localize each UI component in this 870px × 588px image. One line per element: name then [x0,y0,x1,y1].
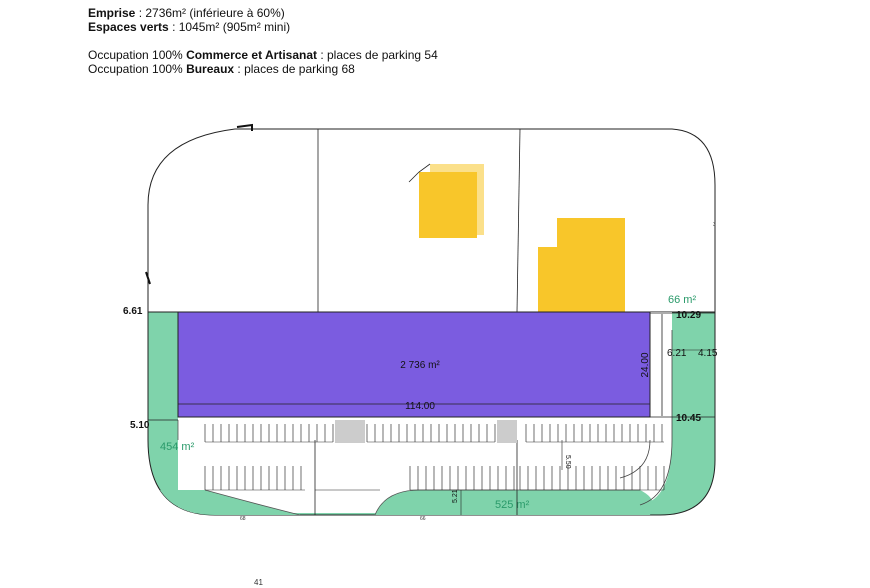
dim-ramp-b: 4.15 [698,348,718,359]
dim-left-top: 6.61 [123,306,143,317]
occupation-commerce-prefix: Occupation 100% [88,48,187,62]
parking-row-upper-1 [204,424,334,443]
depth-dimension-label: 24.00 [640,352,651,377]
parcel-mark-left [145,271,151,285]
espaces-verts-value: : 1045m² (905m² mini) [168,20,291,34]
neighbor-building-1-tick [408,163,431,183]
green-area-bottom-label: 525 m² [495,499,530,511]
neighbor-building-1 [419,172,477,238]
upper-parcel-outline [147,128,716,312]
ramp-inner-curve [619,439,651,479]
occupation-commerce-suffix: : places de parking 54 [317,48,438,62]
ramp-curve [620,440,672,505]
parcel-mark-top [236,123,253,131]
emprise-value: : 2736m² (inférieure à 60%) [135,6,285,20]
espaces-verts-label: Espaces verts [88,20,169,34]
paved-strip-2 [497,420,517,443]
green-island-bottom [375,490,654,515]
dim-right-bottom: 10.45 [676,413,701,424]
dimension-depth: 24.00 [640,314,663,416]
emprise-line: Emprise : 2736m² (inférieure à 60%) [88,6,285,20]
small-label-mid: 66 [420,516,426,522]
parking-row-upper-3 [525,424,664,443]
occupation-bureaux-prefix: Occupation 100% [88,62,187,76]
parking-spaces [204,420,665,491]
building-area-label: 2 736 m² [400,360,440,371]
occupation-bureaux-bold: Bureaux [186,62,235,76]
parking-row-lower-1 [204,466,305,491]
page-number: 41 [254,578,263,587]
building-footprint [177,311,651,418]
parcel-divider-2 [516,128,521,313]
parking-row-lower-2 [409,466,515,491]
paved-strip-1 [335,420,365,443]
dim-aisle: 5.50 [564,455,571,469]
dim-bottom-strip: 5.21 [452,489,459,503]
neighbor-building-2 [538,218,625,312]
small-label-left: 68 [240,516,246,522]
small-label-right: 3 [713,222,716,228]
ramp-outline [639,330,673,506]
green-area-right-label: 66 m² [668,294,696,306]
dim-right-top: 10.29 [676,310,701,321]
occupation-commerce-line: Occupation 100% Commerce et Artisanat : … [88,48,438,62]
parking-row-upper-2 [366,424,496,443]
width-dimension-label: 114.00 [405,401,435,412]
occupation-bureaux-line: Occupation 100% Bureaux : places de park… [88,62,355,76]
dim-ramp-a: 6.21 [667,348,687,359]
occupation-bureaux-suffix: : places de parking 68 [234,62,355,76]
green-island-left [148,490,300,515]
dimension-width: 114.00 [177,398,651,412]
occupation-commerce-bold: Commerce et Artisanat [186,48,317,62]
dim-left-bottom: 5.10 [130,420,150,431]
espaces-verts-line: Espaces verts : 1045m² (905m² mini) [88,20,290,34]
emprise-label: Emprise [88,6,136,20]
parking-row-lower-3 [519,466,665,491]
paved-ramp [650,312,672,440]
green-area-left-label: 454 m² [160,441,195,453]
